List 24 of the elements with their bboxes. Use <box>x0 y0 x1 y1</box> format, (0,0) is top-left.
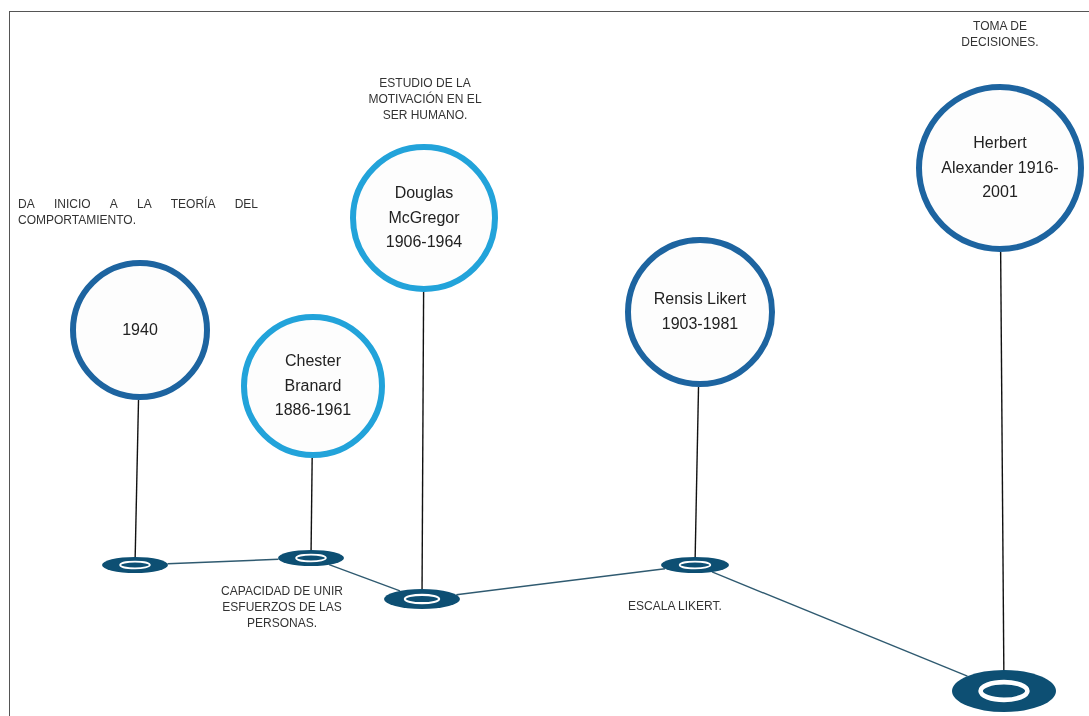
circle-label: Douglas McGregor 1906-1964 <box>384 182 464 253</box>
connector-line <box>711 571 969 677</box>
circle-label: 1940 <box>121 319 159 340</box>
description-text: TOMA DE DECISIONES. <box>960 18 1040 51</box>
description-text: DA INICIO A LA TEORÍA DEL COMPORTAMIENTO. <box>18 196 258 229</box>
connector-line <box>999 251 1005 671</box>
timeline-marker <box>661 557 729 573</box>
description-text: ESCALA LIKERT. <box>627 598 723 615</box>
connector-line <box>166 558 280 565</box>
timeline-marker <box>102 557 168 573</box>
connector-line <box>310 457 313 551</box>
timeline-marker <box>952 670 1056 712</box>
description-text: ESTUDIO DE LA MOTIVACIÓN EN EL SER HUMANO. <box>367 75 483 124</box>
circle-label: Rensis Likert 1903-1981 <box>652 289 748 334</box>
circle-label: Herbert Alexander 1916-2001 <box>940 132 1060 203</box>
circle-label: Chester Branard 1886-1961 <box>273 350 353 421</box>
connector-line <box>421 291 425 590</box>
connector-line <box>328 564 401 592</box>
timeline-marker <box>384 589 460 609</box>
timeline-marker <box>278 550 344 566</box>
description-text: CAPACIDAD DE UNIR ESFUERZOS DE LAS PERSONAS. <box>220 583 344 632</box>
connector-line <box>455 568 666 596</box>
connector-line <box>134 399 140 558</box>
connector-line <box>694 386 700 558</box>
